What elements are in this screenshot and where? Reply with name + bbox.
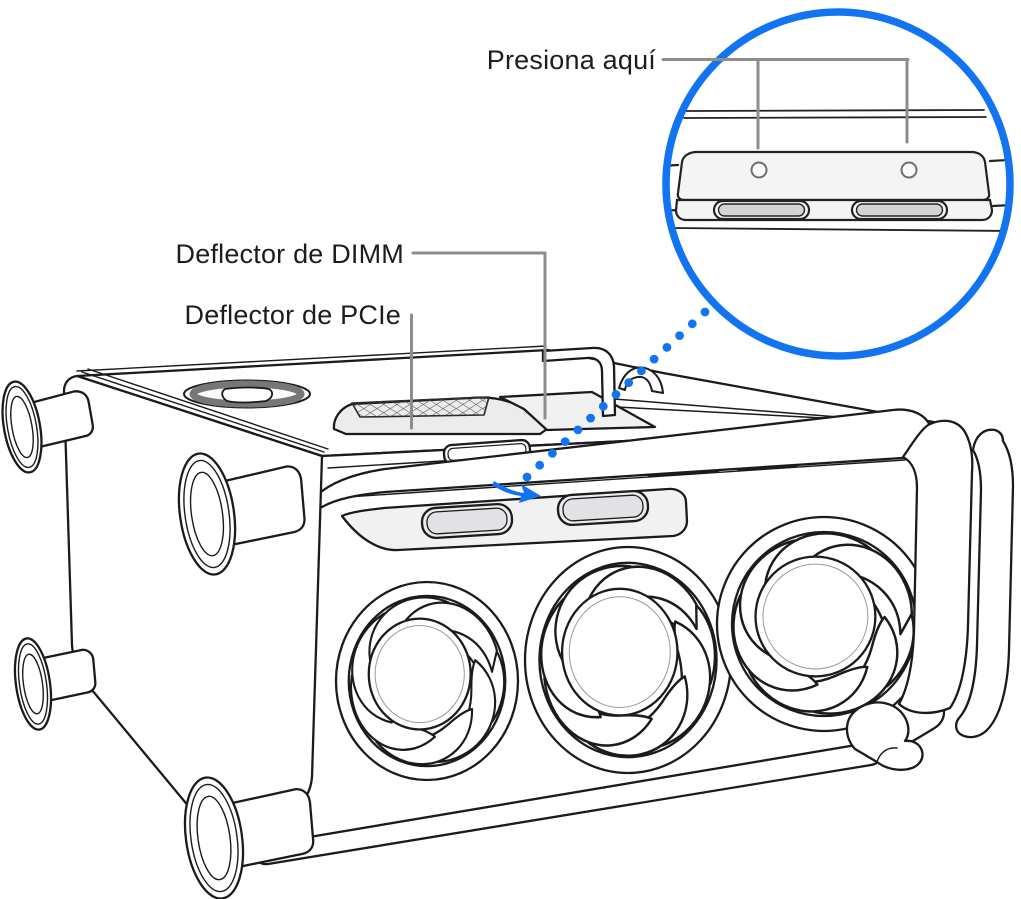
label-pcie-baffle: Deflector de PCIe (184, 300, 401, 330)
latch-bar (340, 487, 689, 552)
foot-4 (183, 776, 315, 899)
latch-bar-slot (420, 502, 514, 540)
side-plate (62, 374, 324, 857)
top-fold-lines (81, 368, 329, 453)
round-vent (183, 379, 311, 409)
zoom-detail-circle (662, 8, 1014, 360)
right-frame-bars (897, 419, 1015, 739)
latch-slot (712, 199, 811, 221)
latch-button (750, 161, 768, 179)
frame-foot (845, 701, 924, 771)
vent-grid (351, 396, 490, 418)
fan-3 (715, 470, 938, 739)
foot-1 (1, 380, 95, 474)
callout-line-dimm (411, 251, 547, 420)
callout-lines (410, 58, 910, 430)
foot-3 (13, 637, 97, 731)
foot-2 (177, 452, 306, 576)
latch-bar-slot (556, 489, 650, 527)
fan-2 (519, 538, 736, 773)
label-dimm-baffle: Deflector de DIMM (175, 239, 404, 269)
latch-detail (669, 109, 1007, 232)
press-arrow-icon (492, 481, 541, 503)
latch-slot (850, 199, 949, 221)
dotted-leader-line (522, 307, 710, 482)
fan-1 (329, 578, 543, 786)
label-press-here: Presiona aquí (486, 45, 656, 75)
magnifier-ring (662, 8, 1014, 360)
dimm-baffle-panel (498, 390, 657, 432)
latch-button (900, 161, 918, 179)
callout-line-press-here (661, 58, 910, 150)
